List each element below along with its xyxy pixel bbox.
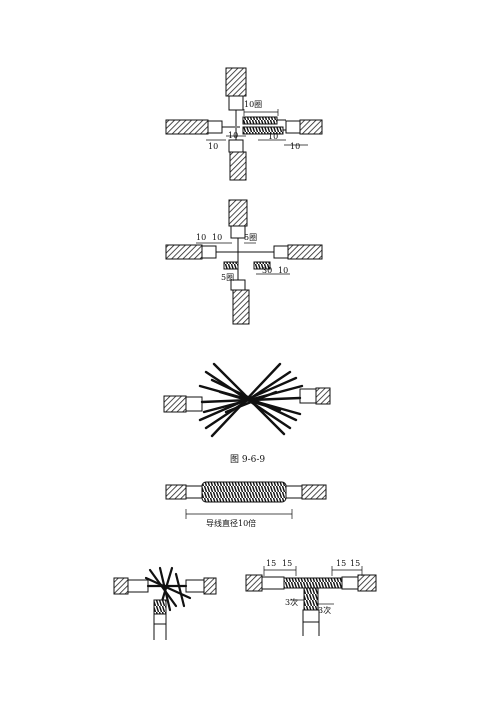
fig4-length-label: 导线直径10倍: [206, 518, 256, 528]
right-cable-insulation-3: [299, 388, 317, 404]
fig6-times-left: 3次: [285, 597, 298, 607]
fig1-dim-2: 10: [228, 131, 238, 140]
right-cable-sheath-3: [315, 387, 331, 405]
branch-coil-6: [303, 587, 319, 611]
branch-insulation-6: [302, 609, 320, 623]
fig1-dim-1: 10: [208, 142, 218, 151]
bottom-cable-sheath-2: [232, 289, 250, 325]
fig1-turns-label: 10圈: [244, 100, 262, 109]
coil-wrap-2a: [223, 261, 239, 270]
fig2-dim-right-2: 10: [278, 266, 288, 275]
main-coil-wrap-6: [283, 577, 343, 589]
top-cable-sheath-2: [228, 199, 248, 227]
left-cable-insulation-2: [201, 245, 217, 259]
fig6-dim-left-2: 15: [282, 559, 292, 568]
bottom-cable-insulation: [228, 139, 244, 153]
strand-bundle: [198, 362, 304, 438]
fanned-strands-diagram: [163, 362, 331, 438]
t-branch-twist-diagram: [113, 566, 217, 640]
branch-insulation-5: [153, 613, 167, 625]
fig6-dim-left-1: 15: [266, 559, 276, 568]
cross-joint-10-turns-diagram: 10圈 10 10 10 10: [165, 67, 323, 181]
figure-caption: 图 9-6-9: [230, 454, 265, 465]
left-cable-insulation: [207, 120, 223, 134]
right-cable-insulation-2: [273, 245, 289, 259]
coil-wrap-2b: [253, 261, 271, 270]
top-cable-insulation-2: [230, 225, 246, 239]
fig2-turns-left: 5圈: [221, 273, 234, 282]
main-cable-right-sheath-6: [357, 574, 377, 592]
t-branch-dimensioned-diagram: 15 15 15 15 3次 3次: [245, 559, 377, 636]
cross-joint-5-turns-diagram: 10 10 5圈 5圈 30 10: [165, 199, 323, 325]
right-cable-sheath-2: [287, 244, 323, 260]
right-cable-insulation-4: [285, 485, 303, 499]
fig6-dim-right-2: 15: [350, 559, 360, 568]
fig1-dim-4: 10: [290, 142, 300, 151]
branch-coil-5: [153, 599, 167, 615]
left-cable-insulation-4: [185, 485, 203, 499]
main-cable-left-insulation-5: [127, 579, 149, 593]
left-cable-insulation-3: [185, 396, 203, 412]
straight-joint-diagram: 导线直径10倍: [165, 481, 327, 528]
fig6-times-right: 3次: [318, 605, 331, 615]
bottom-cable-sheath: [229, 151, 247, 181]
fig6-dim-right-1: 15: [336, 559, 346, 568]
main-cable-right-insulation-6: [341, 576, 359, 590]
main-cable-left-sheath-5: [113, 577, 129, 595]
top-cable-insulation: [228, 95, 244, 111]
top-cable-sheath: [225, 67, 247, 97]
main-cable-left-sheath-6: [245, 574, 263, 592]
fig2-dim-right-1: 30: [262, 266, 272, 275]
right-cable-insulation: [285, 120, 301, 134]
fig2-dim-left-1: 10: [196, 233, 206, 242]
left-cable-sheath-2: [165, 244, 203, 260]
left-cable-sheath-3: [163, 395, 187, 413]
fig1-dim-3: 10: [268, 132, 278, 141]
fig2-dim-left-2: 10: [212, 233, 222, 242]
coil-wrap-upper: [242, 116, 278, 125]
right-cable-sheath: [299, 119, 323, 135]
fig2-turns-top: 5圈: [244, 233, 257, 242]
left-cable-sheath: [165, 119, 209, 135]
main-cable-right-insulation-5: [185, 579, 205, 593]
left-cable-sheath-4: [165, 484, 187, 500]
main-cable-right-sheath-5: [203, 577, 217, 595]
right-cable-sheath-4: [301, 484, 327, 500]
joint-coil-wrap: [201, 481, 287, 503]
main-cable-left-insulation-6: [261, 576, 285, 590]
